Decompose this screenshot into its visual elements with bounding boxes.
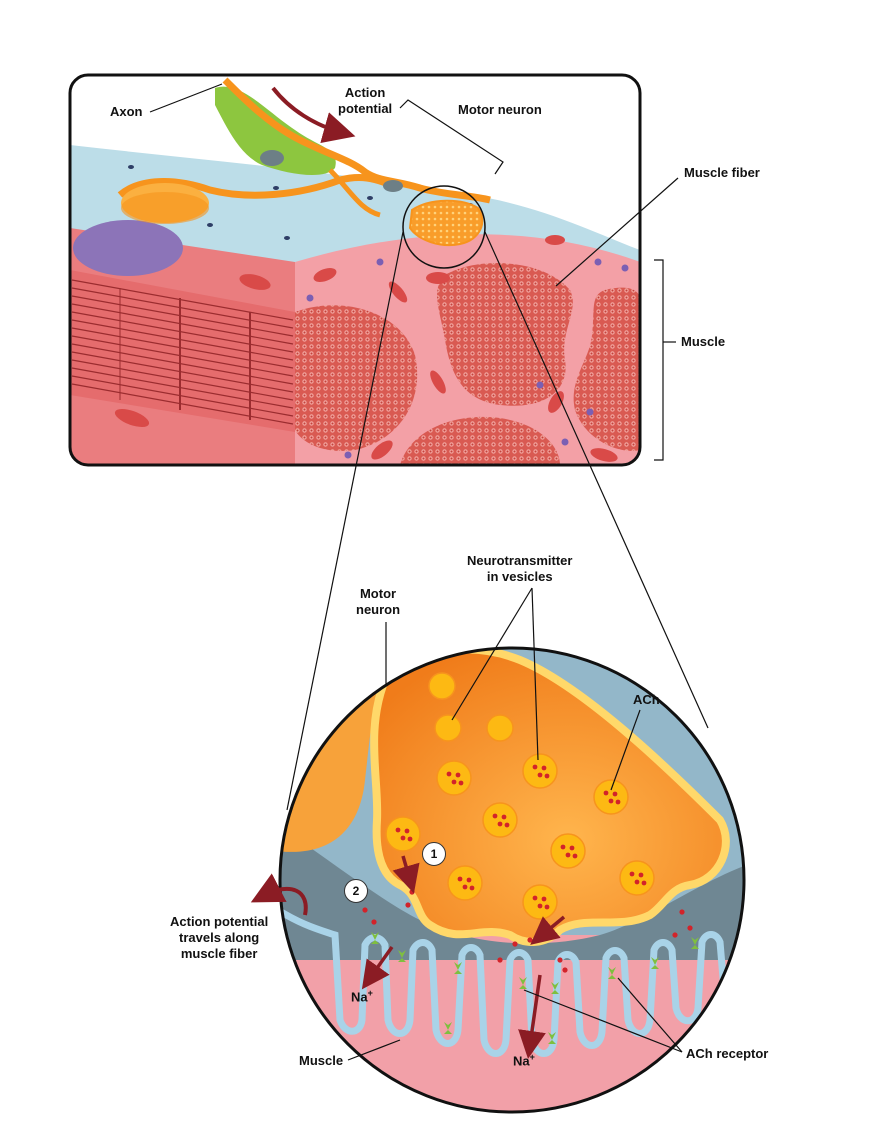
magnifier-ring — [402, 185, 486, 269]
label-ach: ACh — [633, 692, 660, 707]
propagation-arrow — [250, 873, 308, 916]
released-ach — [362, 889, 693, 973]
step-2-badge: 2 — [344, 879, 368, 903]
label-neurotransmitter: Neurotransmitter in vesicles — [467, 553, 573, 584]
nucleus — [73, 220, 183, 276]
muscle-tissue-box — [68, 73, 642, 467]
label-action-potential-travels: Action potential travels along muscle fi… — [170, 914, 269, 961]
vesicles — [385, 753, 655, 920]
label-muscle-bottom: Muscle — [299, 1053, 344, 1068]
label-ach-receptor: ACh receptor — [686, 1046, 769, 1061]
label-axon: Axon — [110, 104, 143, 119]
label-action-potential: Action potential — [338, 85, 393, 116]
synaptic-cleft — [280, 820, 744, 960]
label-motor-neuron-bottom: Motor neuron — [356, 586, 401, 617]
label-na-left: Na+ — [351, 988, 373, 1005]
action-potential-arrow — [271, 86, 356, 144]
label-muscle-right: Muscle — [681, 334, 726, 349]
label-muscle-fiber: Muscle fiber — [684, 165, 760, 180]
step-1-badge: 1 — [422, 842, 446, 866]
motor-neuron-illustration — [117, 77, 491, 246]
striations — [71, 279, 294, 425]
ach-receptors — [371, 932, 699, 1044]
label-motor-neuron-top: Motor neuron — [458, 102, 542, 117]
label-na-center: Na+ — [513, 1052, 535, 1069]
